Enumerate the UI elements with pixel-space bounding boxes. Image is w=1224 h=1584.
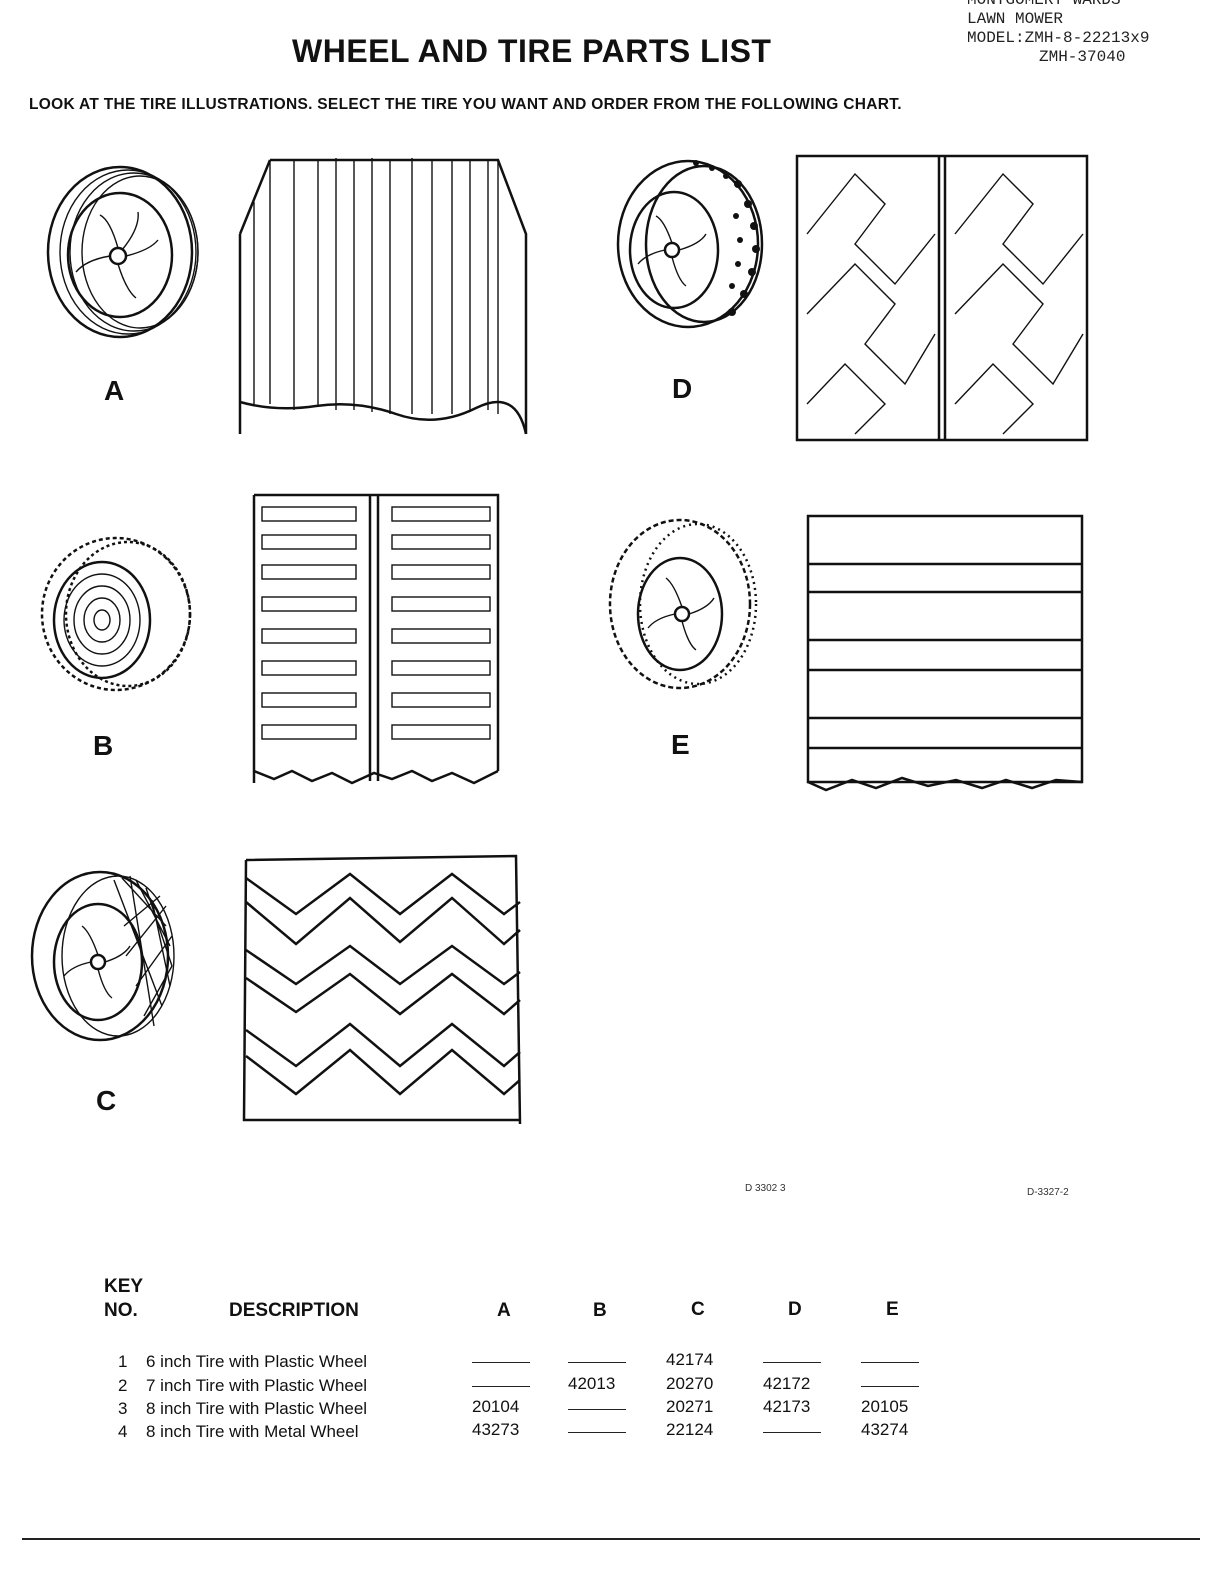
table-cell-part-number: 42013	[568, 1374, 616, 1393]
table-cell-empty	[568, 1409, 626, 1410]
model-line: ZMH-37040	[1039, 48, 1126, 66]
table-cell-part-number: 43274	[861, 1420, 909, 1439]
tread-d-icon	[795, 154, 1089, 442]
figure-label-b: B	[93, 730, 114, 761]
bottom-rule	[22, 1538, 1200, 1540]
wheel-c-icon	[30, 870, 175, 1042]
table-row-key: 2	[118, 1376, 128, 1395]
wheel-e-icon	[608, 518, 758, 690]
instruction-text: LOOK AT THE TIRE ILLUSTRATIONS. SELECT T…	[29, 96, 902, 113]
table-cell-part-number: 43273	[472, 1420, 520, 1439]
table-cell-empty	[861, 1362, 919, 1363]
table-row-key: 3	[118, 1399, 128, 1418]
figure-label-a: A	[104, 375, 125, 406]
table-cell-part-number: 20270	[666, 1374, 714, 1393]
table-row-description: 7 inch Tire with Plastic Wheel	[146, 1376, 368, 1395]
tread-e-icon	[806, 514, 1084, 792]
table-row-description: 8 inch Tire with Plastic Wheel	[146, 1399, 368, 1418]
table-cell-empty	[568, 1362, 626, 1363]
table-row-key: 4	[118, 1422, 128, 1441]
table-cell-empty	[472, 1386, 530, 1387]
wheel-a-icon	[46, 165, 199, 339]
table-row-key: 1	[118, 1352, 128, 1371]
table-cell-empty	[763, 1362, 821, 1363]
brand-line: LAWN MOWER	[967, 10, 1064, 28]
table-cell-empty	[763, 1432, 821, 1433]
table-cell-part-number: 20104	[472, 1397, 520, 1416]
drawing-code: D 3302 3	[745, 1183, 786, 1194]
table-cell-empty	[568, 1432, 626, 1433]
wheel-d-icon	[616, 159, 764, 329]
tread-b-icon	[252, 493, 500, 785]
wheel-b-icon	[40, 536, 192, 692]
table-cell-part-number: 20105	[861, 1397, 909, 1416]
model-line: MODEL:ZMH-8-22213x9	[967, 29, 1150, 47]
table-cell-empty	[861, 1386, 919, 1387]
col-header-d: D	[788, 1299, 802, 1320]
tread-a-icon	[238, 158, 528, 435]
col-header-e: E	[886, 1299, 899, 1320]
brand-line: MONTGOMERY WARDS	[967, 0, 1121, 9]
table-row-description: 6 inch Tire with Plastic Wheel	[146, 1352, 368, 1371]
figure-label-e: E	[671, 729, 690, 760]
table-row-description: 8 inch Tire with Metal Wheel	[146, 1422, 359, 1441]
parts-table: KEY NO. DESCRIPTION A B C D E 1 6 inch Ti…	[104, 1276, 919, 1441]
col-header-a: A	[497, 1300, 511, 1321]
figure-label-c: C	[96, 1085, 117, 1116]
page-title: WHEEL AND TIRE PARTS LIST	[292, 33, 772, 69]
table-cell-part-number: 22124	[666, 1420, 714, 1439]
table-cell-empty	[472, 1362, 530, 1363]
drawing-code: D-3327-2	[1027, 1187, 1069, 1198]
key-header: KEY NO.	[104, 1276, 144, 1321]
col-header-b: B	[593, 1300, 607, 1321]
table-cell-part-number: 42174	[666, 1350, 714, 1369]
tread-c-icon	[242, 854, 522, 1125]
col-header-c: C	[691, 1299, 705, 1320]
brand-block: MONTGOMERY WARDS LAWN MOWER MODEL:ZMH-8-…	[967, 0, 1149, 67]
description-header: DESCRIPTION	[229, 1300, 359, 1321]
figure-label-d: D	[672, 373, 693, 404]
table-cell-part-number: 20271	[666, 1397, 714, 1416]
table-cell-part-number: 42173	[763, 1397, 811, 1416]
table-cell-part-number: 42172	[763, 1374, 811, 1393]
